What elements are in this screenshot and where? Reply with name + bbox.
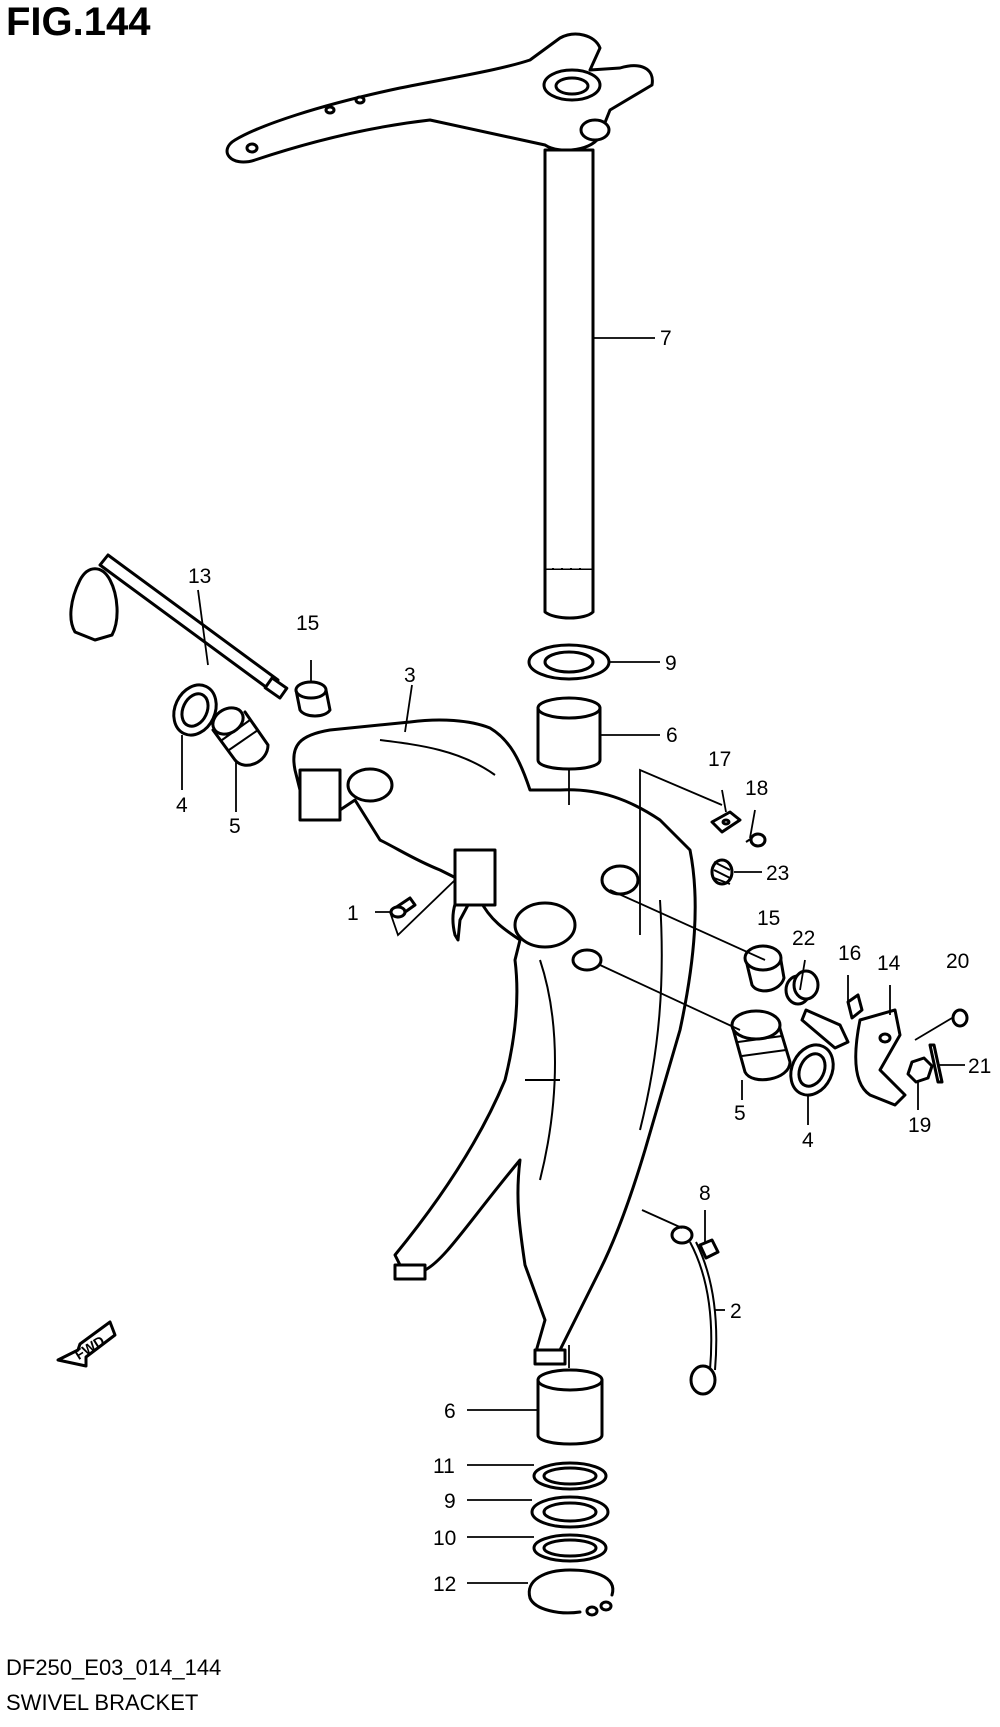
grease-nipple [389,896,417,919]
washer-right [789,1043,835,1097]
callout-5: 5 [229,815,241,838]
callout-19: 19 [908,1114,931,1137]
callout-4: 4 [802,1129,814,1152]
figure-title: FIG.144 [6,0,151,44]
callout-4: 4 [176,794,188,817]
callout-21: 21 [968,1055,991,1078]
bushing-5-right [730,1009,792,1082]
callout-1: 1 [347,902,359,925]
leader-lines [181,337,965,1584]
spring-23 [710,858,734,886]
clip-17 [710,810,742,834]
callout-9: 9 [665,652,677,675]
diagram-name: SWIVEL BRACKET [6,1690,199,1715]
washer-9-lower [530,1495,610,1529]
bushing-5-left [211,706,270,767]
callout-3: 3 [404,664,416,687]
callout-8: 8 [699,1182,711,1205]
callout-6: 6 [444,1400,456,1423]
callout-16: 16 [838,942,861,965]
cotter-pin-21 [928,1043,944,1084]
callout-2: 2 [730,1300,742,1323]
callout-9: 9 [444,1490,456,1513]
callout-10: 10 [433,1527,456,1550]
callout-11: 11 [433,1455,455,1478]
ground-wire [670,1225,720,1396]
spring-22 [784,969,820,1006]
diagram-code: DF250_E03_014_144 [6,1655,222,1680]
callout-17: 17 [708,748,731,771]
callout-12: 12 [433,1573,456,1596]
callout-6: 6 [666,724,678,747]
callout-5: 5 [734,1102,746,1125]
washer-20 [951,1008,969,1028]
callout-20: 20 [946,950,969,973]
nut-19 [906,1056,934,1084]
callout-15: 15 [296,612,319,635]
bushing-left [294,680,332,718]
bushing-lower [536,1368,604,1446]
callout-18: 18 [745,777,768,800]
washer-10 [532,1533,608,1563]
callout-22: 22 [792,927,815,950]
callout-7: 7 [660,327,672,350]
steering-arm [225,32,654,164]
washer-left [172,683,218,737]
callouts: 7 9 6 13 15 3 4 5 17 18 23 1 15 22 16 14… [176,327,991,1596]
swivel-bracket [292,718,697,1366]
bolt-18 [745,832,767,848]
washer-11 [532,1461,608,1491]
lever-16 [800,993,864,1050]
bushing-upper [536,696,602,771]
callout-14: 14 [877,952,901,975]
bushing-right [743,944,786,993]
snap-ring-12 [527,1568,615,1617]
callout-15: 15 [757,907,780,930]
tilt-lock-lever [854,1008,907,1107]
steering-shaft [543,148,595,620]
callout-13: 13 [188,565,211,588]
tilt-pin [69,553,289,700]
callout-23: 23 [766,862,789,885]
fwd-arrow-icon: FWD [56,1320,117,1368]
washer-upper [527,643,611,681]
